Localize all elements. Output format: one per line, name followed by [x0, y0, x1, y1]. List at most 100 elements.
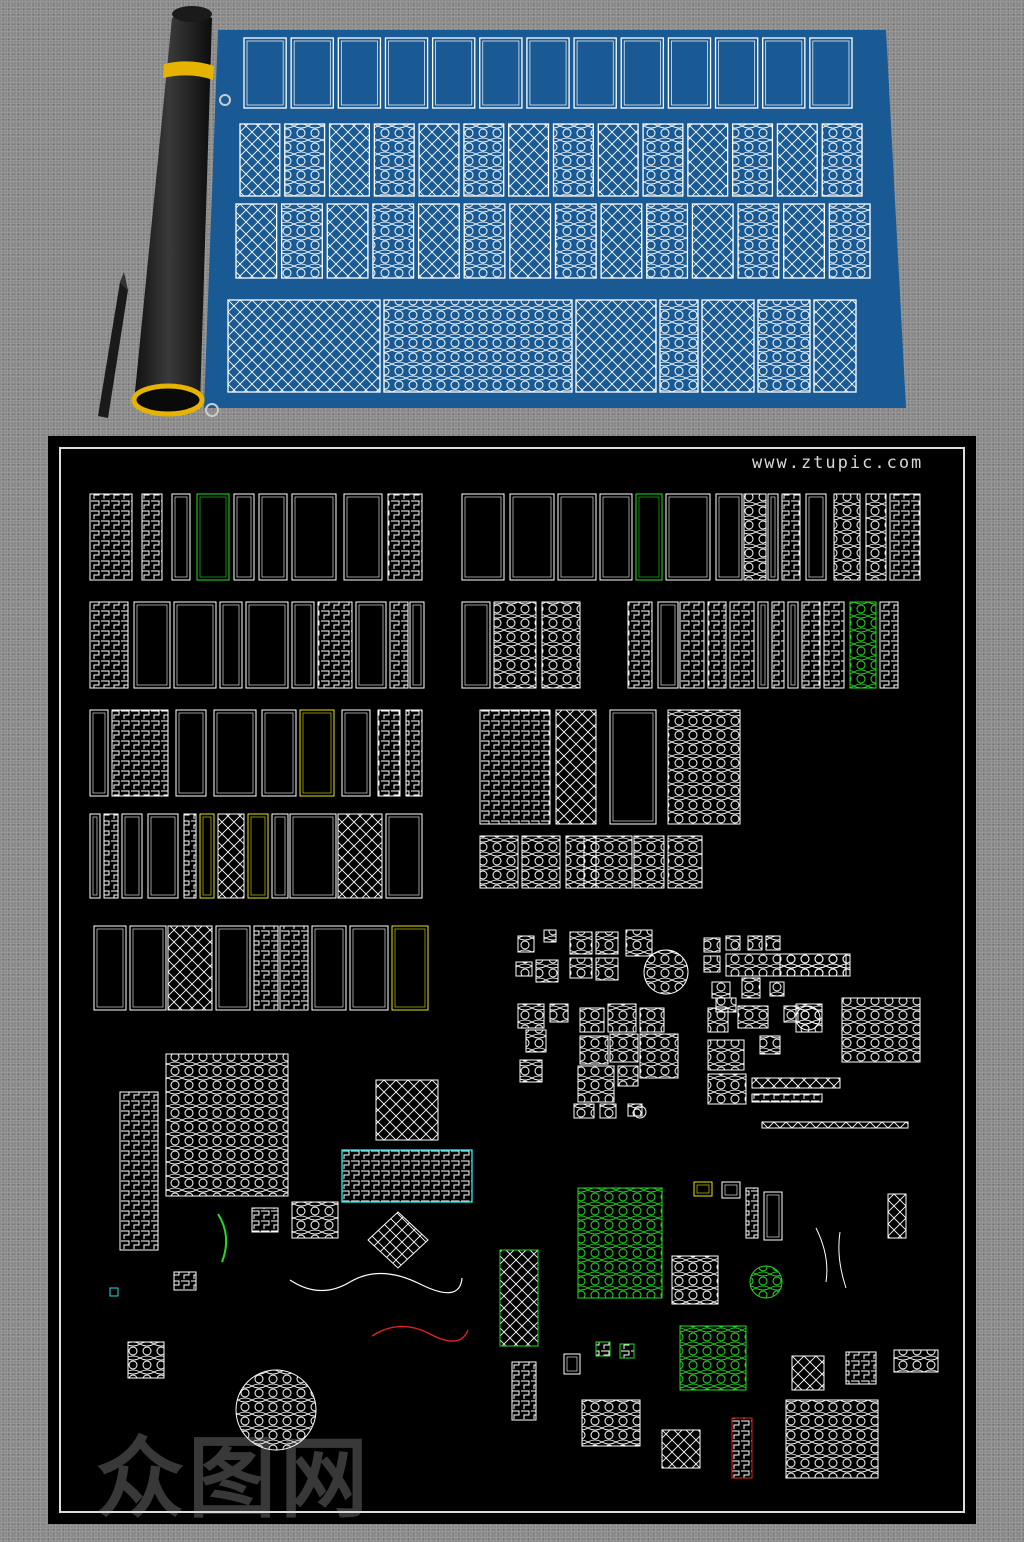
cad-panel — [173, 601, 217, 689]
cad-panel — [183, 813, 197, 899]
cad-panel — [291, 601, 315, 689]
scroll-panel — [642, 123, 684, 197]
scroll-panel — [783, 203, 826, 279]
cad-panel — [769, 981, 785, 997]
cad-panel — [627, 601, 653, 689]
green-leaf-ornament — [217, 1213, 228, 1263]
cad-panel — [657, 601, 679, 689]
cad-panel — [167, 925, 213, 1011]
cad-panel-inner — [236, 496, 252, 578]
scroll-panel — [326, 203, 369, 279]
cad-panel — [493, 601, 537, 689]
cad-panel — [639, 1007, 665, 1033]
cad-panel — [767, 493, 779, 581]
cad-panel — [633, 835, 665, 889]
cad-panel — [865, 493, 887, 581]
cad-panel — [291, 493, 337, 581]
scroll-panel-inner — [482, 40, 520, 106]
scroll-panel — [337, 37, 382, 109]
cad-panel — [341, 1149, 473, 1203]
scroll-panel — [620, 37, 665, 109]
cad-panel — [759, 1035, 781, 1055]
cyan-lattice-frame — [341, 1149, 473, 1203]
cad-panel — [147, 813, 179, 899]
cad-panel-inner — [766, 1194, 780, 1238]
cad-panel-inner — [770, 496, 776, 578]
cad-panel-inner — [760, 604, 766, 686]
cad-panel-inner — [660, 604, 676, 686]
cad-panel-inner — [602, 496, 630, 578]
cad-panel-inner — [696, 1184, 710, 1194]
cad-panel — [479, 709, 551, 825]
cad-panel — [579, 1035, 609, 1065]
cad-panel-inner — [176, 604, 214, 686]
cad-panel — [245, 601, 289, 689]
scroll-panel — [809, 37, 853, 109]
scroll-panel — [667, 37, 712, 109]
cad-panel — [261, 709, 297, 797]
cad-panel — [737, 1005, 769, 1029]
scroll-panel — [328, 123, 371, 197]
scroll-panel-inner — [388, 40, 425, 106]
cad-panel-inner — [178, 712, 204, 794]
scroll-panel — [431, 37, 476, 109]
scroll-panel — [691, 203, 734, 279]
scroll-panel — [509, 203, 552, 279]
scroll-panel — [526, 37, 570, 109]
cad-panel — [387, 493, 423, 581]
cad-panel — [217, 813, 245, 899]
cad-panel — [385, 813, 423, 899]
cad-panel — [595, 1341, 611, 1357]
cad-panel — [289, 813, 337, 899]
cad-panel — [409, 601, 425, 689]
cad-panel — [635, 493, 663, 581]
scroll-panel — [575, 299, 657, 393]
scroll-panel-inner — [246, 40, 284, 106]
cad-panel — [389, 601, 409, 689]
cad-panel — [573, 1103, 595, 1119]
cad-panel-inner — [199, 496, 227, 578]
cad-panel — [887, 1193, 907, 1239]
cad-panel — [517, 935, 535, 953]
cad-panel — [337, 813, 383, 899]
cad-panel — [171, 493, 191, 581]
cad-panel — [729, 601, 755, 689]
cad-panel — [747, 935, 763, 951]
cad-panel — [541, 601, 581, 689]
cad-drawing-sheet — [48, 436, 976, 1524]
cad-panel — [563, 1353, 581, 1375]
cad-panel — [555, 709, 597, 825]
cad-panel — [543, 929, 557, 943]
scroll-panel — [463, 123, 505, 197]
cad-panel — [355, 601, 387, 689]
scroll-panel — [646, 203, 689, 279]
cad-panel — [841, 997, 921, 1063]
cad-panel-inner — [248, 604, 286, 686]
round-ornament — [633, 1105, 647, 1119]
cad-panel — [745, 1187, 759, 1239]
cad-panel — [577, 1065, 615, 1103]
cad-panel — [609, 709, 657, 825]
scroll-panel — [821, 123, 863, 197]
cad-panel-inner — [560, 496, 594, 578]
scroll-panel-inner — [576, 40, 614, 106]
cad-panel-inner — [222, 604, 240, 686]
scroll-panel — [659, 299, 699, 393]
cad-panel — [233, 493, 255, 581]
cad-panel — [215, 925, 251, 1011]
cad-panel — [311, 925, 347, 1011]
cad-panel — [299, 709, 335, 797]
cad-panel — [461, 493, 505, 581]
scroll-panel — [597, 123, 639, 197]
scroll-panel-inner — [340, 40, 378, 106]
cad-panel — [893, 1349, 939, 1373]
scroll-panel — [701, 299, 755, 393]
scroll-panel — [757, 299, 811, 393]
cad-panel-inner — [92, 816, 98, 896]
cad-panel — [763, 1191, 783, 1241]
cad-panel — [743, 493, 767, 581]
cad-panel — [258, 493, 288, 581]
scroll-panel-inner — [435, 40, 473, 106]
scroll-panel-inner — [765, 40, 803, 106]
